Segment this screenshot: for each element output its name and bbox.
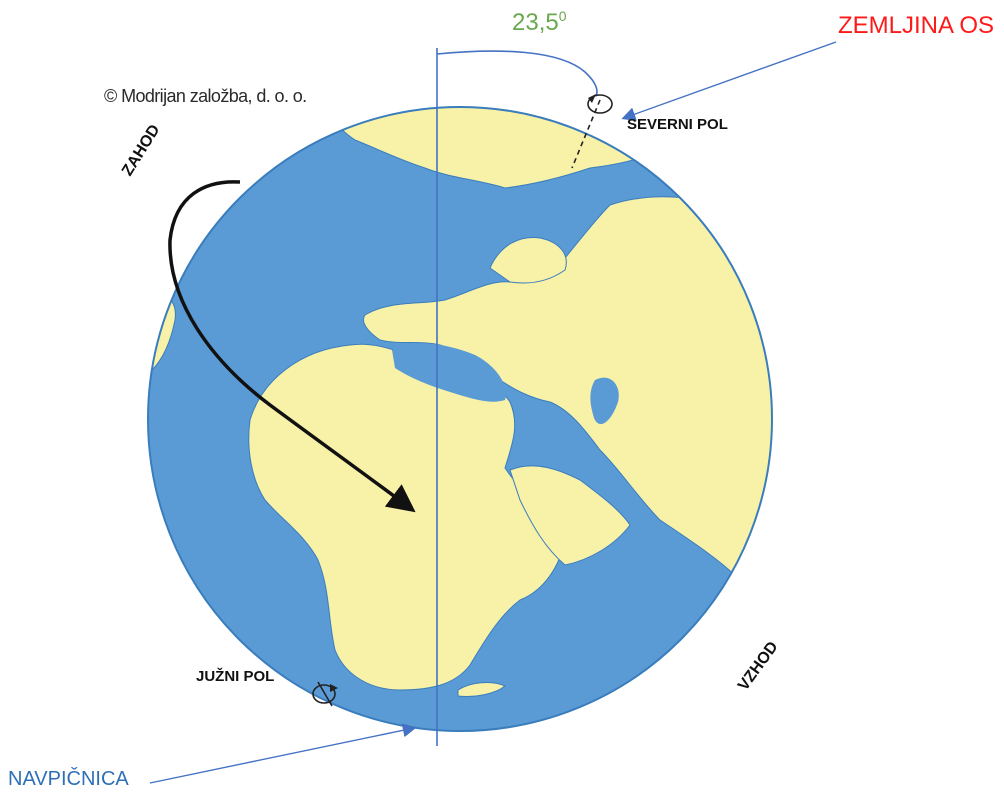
vertical-line-label: NAVPIČNICA: [8, 768, 129, 790]
madagascar-landmass: [457, 682, 506, 697]
south-pole-label: JUŽNI POL: [196, 668, 275, 685]
arabia-landmass: [509, 465, 631, 566]
axis-pointer-arrow: [621, 41, 837, 121]
vertical-pointer-arrow: [149, 723, 417, 784]
earth-axis-label: ZEMLJINA OS: [838, 12, 995, 39]
south-pole-marker-icon: [312, 681, 338, 707]
mediterranean-sea: [392, 343, 506, 402]
tilt-angle-label: 23,50: [512, 8, 567, 36]
north-pole-marker-icon: [587, 94, 613, 114]
inland-sea: [590, 377, 619, 425]
continents: [148, 107, 772, 697]
globe-outline: [147, 106, 773, 732]
curved-arrow-icon: [168, 180, 416, 513]
north-pole-label: SEVERNI POL: [627, 116, 728, 133]
scandinavia-landmass: [489, 236, 567, 284]
copyright-notice: © Modrijan založba, d. o. o.: [104, 86, 307, 106]
tilt-angle-arc: [436, 50, 598, 97]
earth-axis-line: [571, 99, 601, 169]
